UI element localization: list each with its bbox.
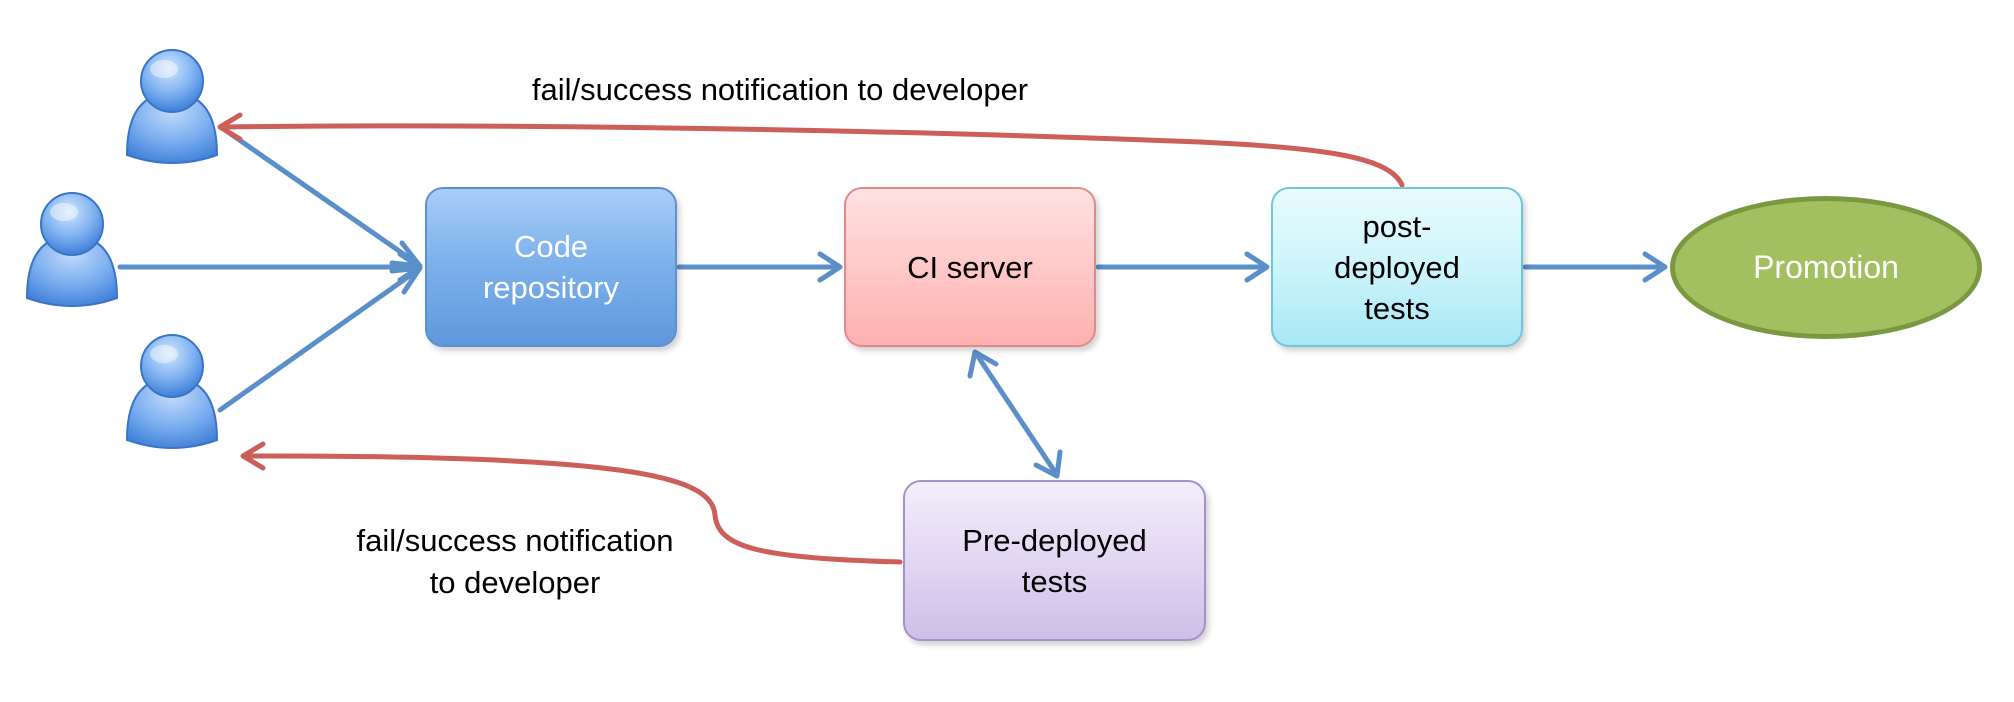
ci-pre-bidirectional-arrow [974, 352, 1058, 475]
promotion-ellipse: Promotion [1670, 196, 1982, 339]
developer-user-icon-top [126, 49, 218, 164]
commit-arrow-top [222, 127, 418, 265]
commit-arrow-bottom [217, 269, 418, 413]
top-notification-label: fail/success notification to developer [531, 72, 1029, 107]
commit-arrowhead-bottom [389, 265, 423, 295]
post-to-promotion-arrowhead [1642, 251, 1668, 283]
post-feedback-arrow [222, 123, 1405, 188]
post-deployed-tests-box: post- deployed tests [1271, 187, 1523, 347]
developer-user-icon-middle [26, 192, 118, 307]
ci-pre-arrowhead-up [967, 349, 999, 379]
ci-pre-arrowhead-down [1033, 449, 1063, 479]
repo-to-ci-arrowhead [817, 251, 843, 283]
pre-feedback-arrow [245, 453, 903, 565]
ci-to-post-arrowhead [1244, 251, 1270, 283]
bottom-notification-label: fail/success notification to developer [356, 523, 674, 600]
pre-feedback-arrowhead [240, 441, 266, 471]
code-repository-box: Code repository [425, 187, 677, 347]
pre-deployed-tests-box: Pre-deployed tests [903, 480, 1206, 641]
post-feedback-arrowhead [217, 112, 243, 142]
ci-server-box: CI server [844, 187, 1096, 347]
developer-user-icon-bottom [126, 334, 218, 449]
